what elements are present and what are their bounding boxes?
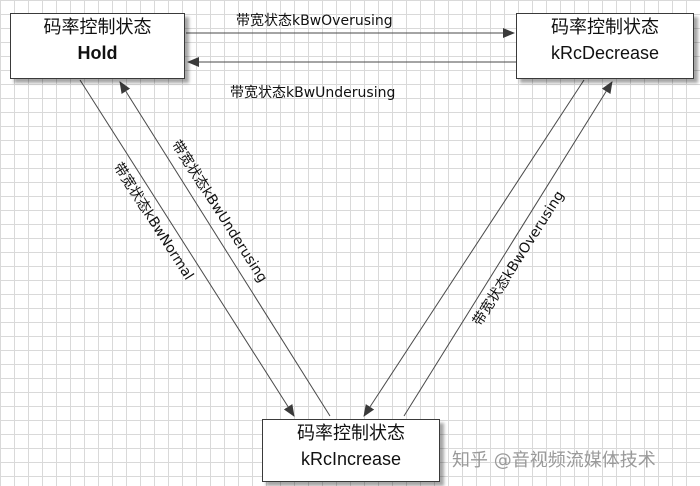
state-hold-name: Hold: [77, 43, 118, 63]
arrow-increase-to-decrease: [403, 81, 613, 417]
state-increase-caption: 码率控制状态: [297, 423, 405, 444]
state-decrease-name: kRcDecrease: [550, 43, 660, 63]
state-increase-name: kRcIncrease: [300, 449, 402, 469]
state-hold-caption: 码率控制状态: [43, 17, 152, 38]
state-hold: 码率控制状态 Hold: [10, 13, 185, 79]
state-decrease: 码率控制状态 kRcDecrease: [516, 13, 694, 79]
state-decrease-caption: 码率控制状态: [551, 17, 659, 38]
arrow-hold-to-increase: [79, 79, 295, 417]
arrow-decrease-to-increase: [363, 79, 585, 417]
state-increase: 码率控制状态 kRcIncrease: [262, 419, 440, 482]
arrow-increase-to-hold: [119, 81, 331, 417]
watermark: 知乎 @音视频流媒体技术: [452, 450, 656, 471]
label-hold-to-decrease: 带宽状态kBwOverusing: [236, 13, 393, 29]
label-decrease-to-hold: 带宽状态kBwUnderusing: [230, 85, 396, 101]
